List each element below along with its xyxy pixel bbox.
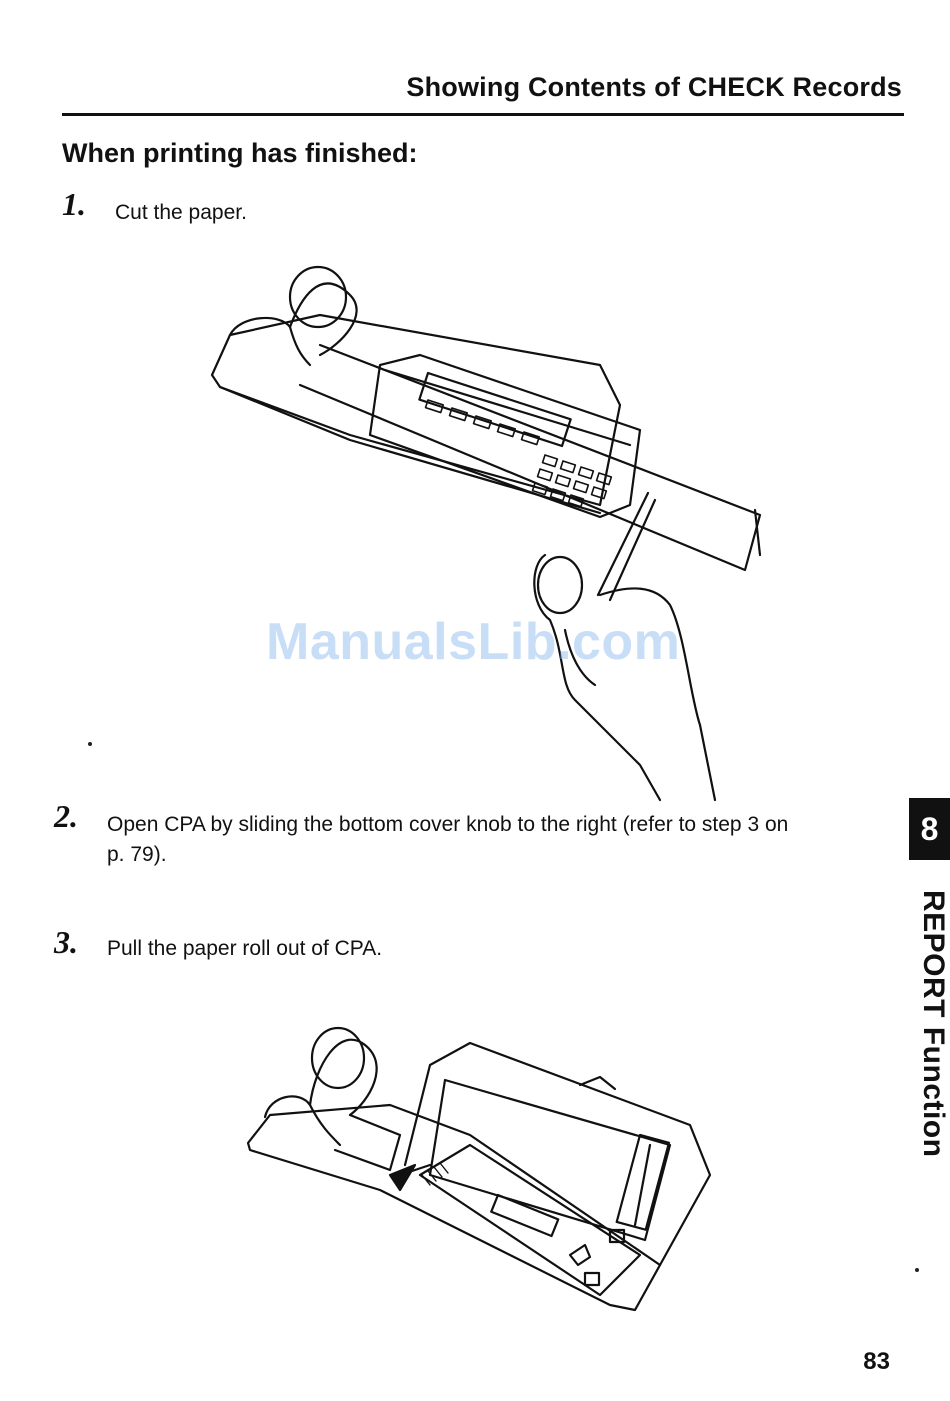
chapter-title: REPORT Function (916, 890, 950, 1157)
step-2-number: 2. (54, 798, 78, 835)
page-header-title: Showing Contents of CHECK Records (406, 72, 902, 103)
scan-speck (915, 1268, 919, 1272)
watermark: ManualsLib.com (266, 612, 680, 672)
step-1-text: Cut the paper. (115, 198, 247, 228)
header-rule (62, 113, 904, 116)
step-3-number: 3. (54, 924, 78, 961)
step-1-number: 1. (62, 186, 86, 223)
cut-paper-illustration (200, 255, 780, 805)
pull-roll-illustration (240, 1025, 720, 1320)
chapter-tab: 8 (909, 798, 950, 860)
section-heading: When printing has finished: (62, 138, 417, 169)
scan-speck (88, 742, 92, 746)
step-3-text: Pull the paper roll out of CPA. (107, 934, 382, 964)
page-number: 83 (863, 1348, 890, 1376)
step-2-text: Open CPA by sliding the bottom cover kno… (107, 810, 807, 870)
